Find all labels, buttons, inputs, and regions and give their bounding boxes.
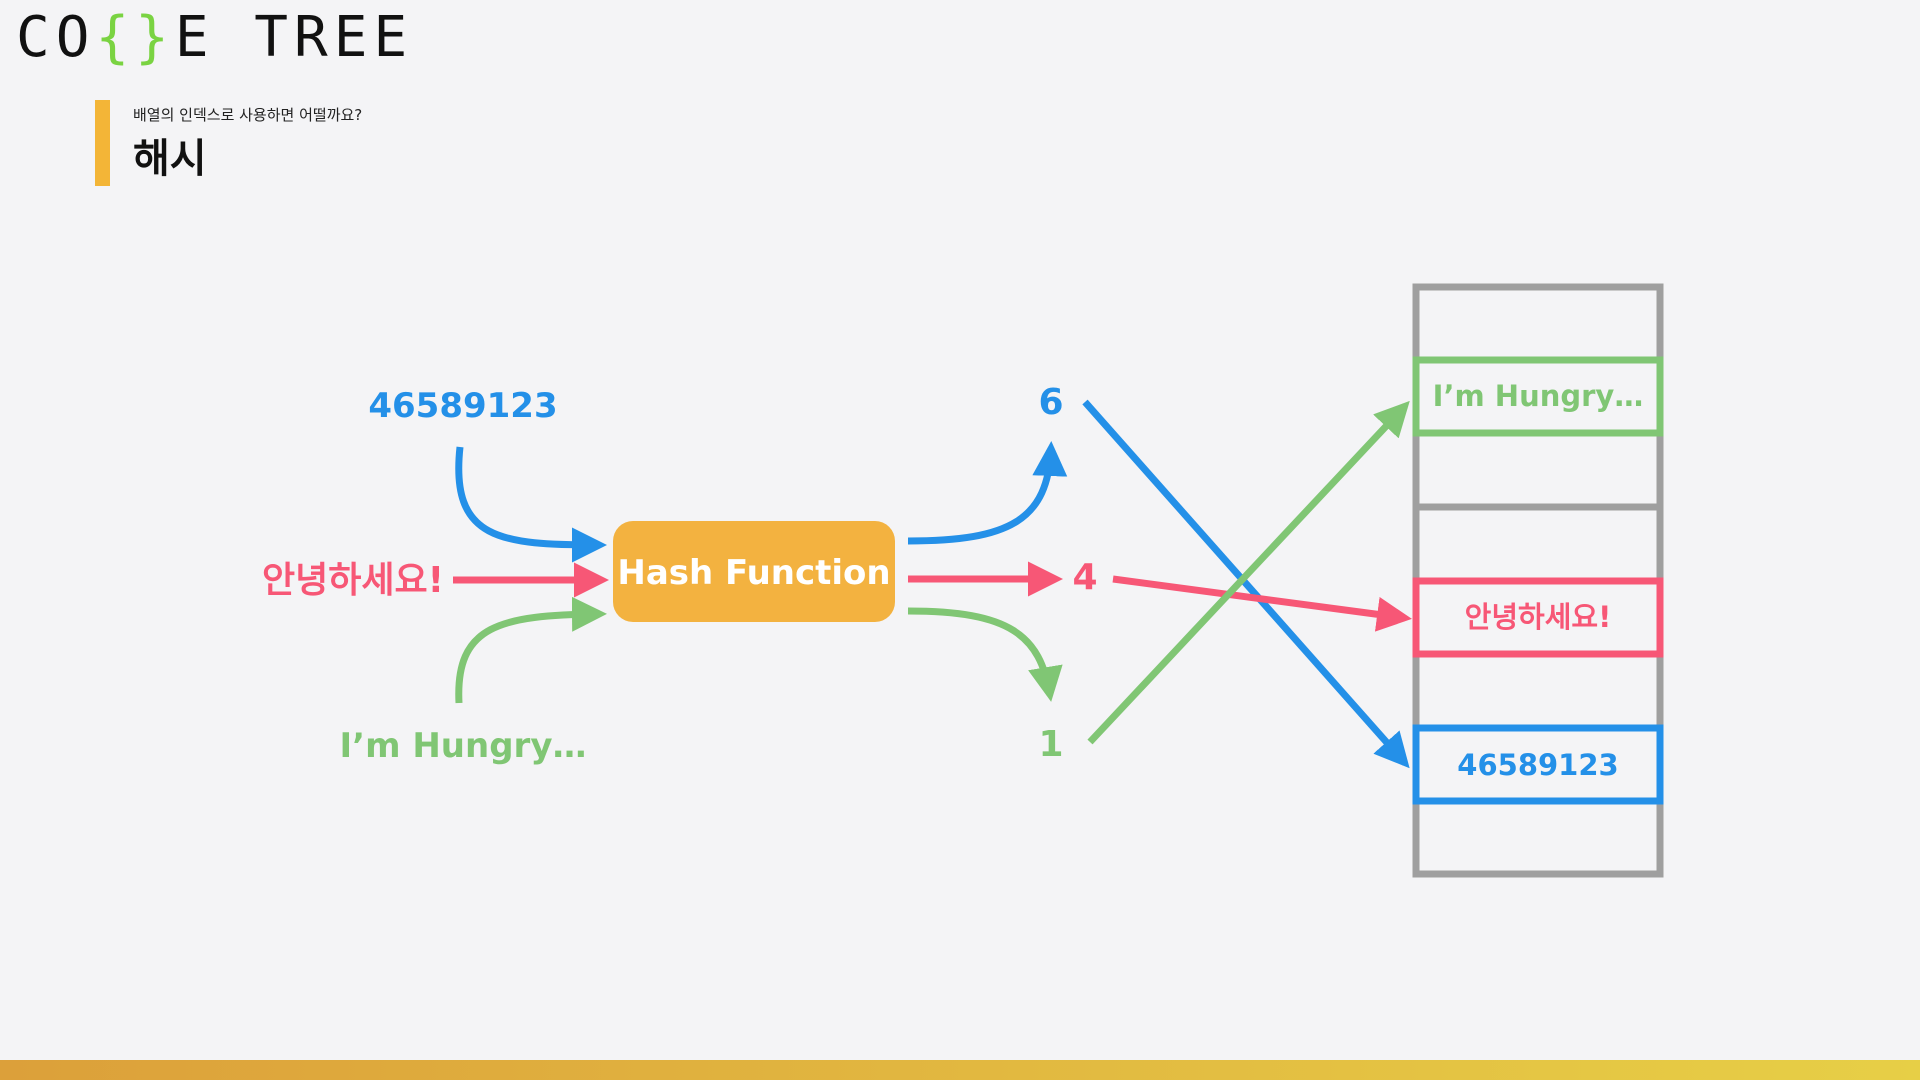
input-label-hungry: I’m Hungry…	[340, 726, 587, 766]
output-label-4: 4	[1072, 557, 1097, 598]
input-label-greeting: 안녕하세요!	[262, 560, 444, 601]
table-slot-pink	[1412, 577, 1664, 658]
arrow-map-green	[1087, 400, 1410, 745]
hash-function-label: Hash Function	[617, 553, 890, 593]
title-accent-bar	[95, 100, 110, 186]
output-label-6: 6	[1038, 382, 1063, 423]
page-subtitle: 배열의 인덱스로 사용하면 어떨까요?	[133, 106, 363, 124]
output-label-1: 1	[1038, 724, 1063, 765]
page-title: 해시	[133, 136, 207, 182]
code-tree-logo: CO{}E TREE	[16, 10, 413, 66]
arrow-map-blue	[1082, 399, 1410, 769]
input-label-number: 46589123	[368, 386, 557, 426]
arrow-input-green	[455, 596, 607, 704]
table-entry-hungry: I’m Hungry…	[1433, 379, 1644, 413]
table-slot-blue	[1412, 724, 1664, 805]
logo-text-right: E TREE	[174, 5, 414, 70]
table-entry-number: 46589123	[1457, 748, 1618, 782]
bottom-gradient-bar	[0, 1060, 1920, 1080]
arrow-input-blue	[455, 446, 607, 563]
arrow-output-green	[907, 607, 1063, 702]
arrow-map-pink	[1112, 575, 1412, 632]
hash-table	[1412, 283, 1664, 878]
table-slot-green	[1412, 356, 1664, 437]
arrow-output-blue	[907, 441, 1068, 545]
logo-brace: {}	[95, 5, 175, 70]
logo-text-left: CO	[16, 5, 96, 70]
table-entry-greeting: 안녕하세요!	[1465, 600, 1612, 634]
hash-function-box	[613, 521, 895, 622]
